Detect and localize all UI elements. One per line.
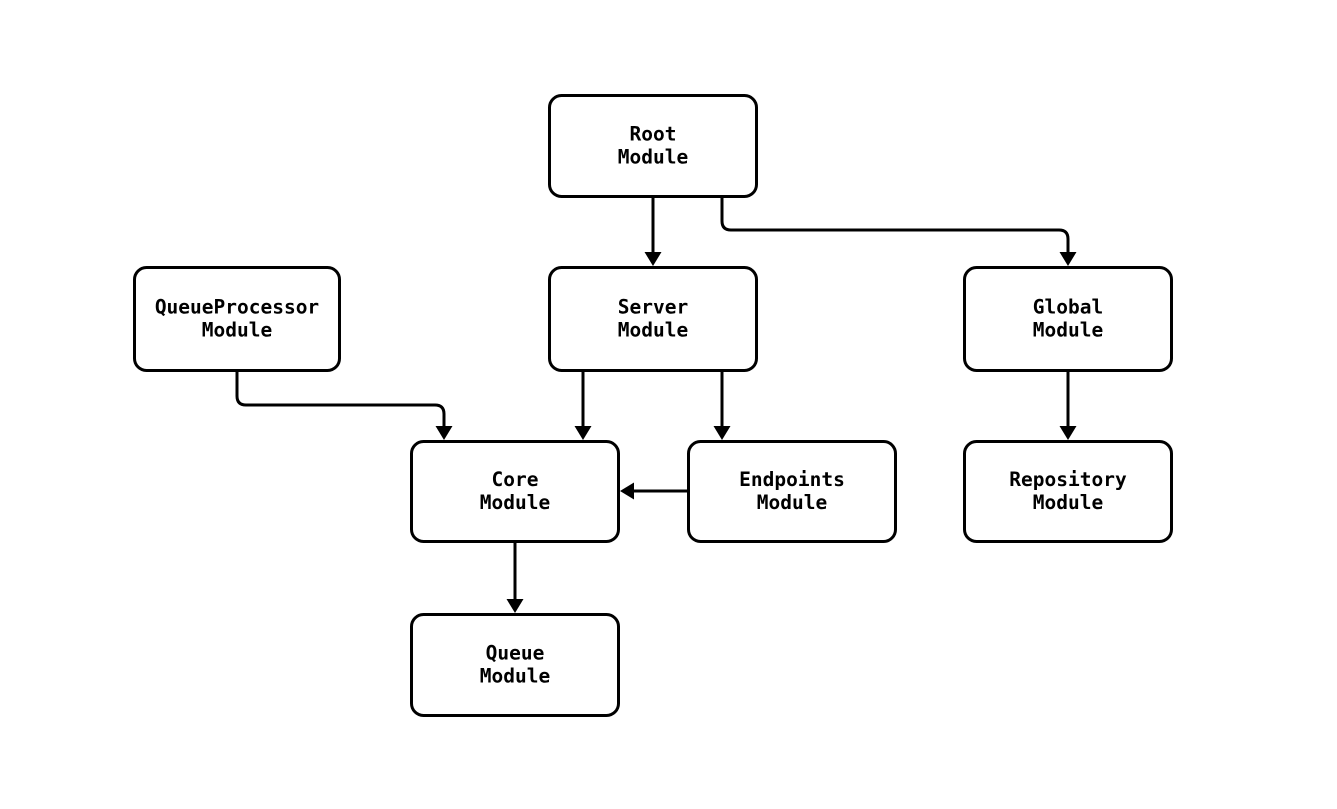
node-box[interactable] xyxy=(410,613,620,717)
node-label-line1: Repository xyxy=(1009,468,1127,491)
node-box[interactable] xyxy=(548,94,758,198)
node-box[interactable] xyxy=(548,266,758,372)
arrowhead-icon xyxy=(435,426,453,440)
node-label-line1: Root xyxy=(630,122,677,145)
edge-server-to-core xyxy=(574,372,592,440)
edge-endpoints-to-core xyxy=(620,482,687,500)
edge-core-to-queue xyxy=(506,543,524,613)
node-label-line2: Module xyxy=(1033,491,1103,514)
arrowhead-icon xyxy=(644,252,662,266)
arrowhead-icon xyxy=(1059,426,1077,440)
node-label-line2: Module xyxy=(480,491,550,514)
edge-queueprocessor-to-core xyxy=(235,372,453,440)
node-box[interactable] xyxy=(410,440,620,543)
edge-line xyxy=(235,372,446,428)
edge-root-to-server xyxy=(644,198,662,266)
node-label-line2: Module xyxy=(202,318,272,341)
arrowhead-icon xyxy=(506,599,524,613)
node-box[interactable] xyxy=(133,266,341,372)
edges-layer xyxy=(235,198,1077,613)
edge-server-to-endpoints xyxy=(713,372,731,440)
node-box[interactable] xyxy=(963,266,1173,372)
node-label-line2: Module xyxy=(1033,318,1103,341)
node-label-line2: Module xyxy=(757,491,827,514)
node-label-line2: Module xyxy=(618,145,688,168)
node-label-line2: Module xyxy=(480,664,550,687)
node-box[interactable] xyxy=(687,440,897,543)
edge-line xyxy=(720,198,1070,254)
node-label-line1: Endpoints xyxy=(739,468,845,491)
node-label-line1: Server xyxy=(618,295,688,318)
node-label-line1: Queue xyxy=(486,641,545,664)
arrowhead-icon xyxy=(713,426,731,440)
node-label-line1: QueueProcessor xyxy=(155,295,319,318)
edge-global-to-repository xyxy=(1059,372,1077,440)
node-label-line1: Core xyxy=(492,468,539,491)
arrowhead-icon xyxy=(574,426,592,440)
edge-root-to-global xyxy=(720,198,1077,266)
node-box[interactable] xyxy=(963,440,1173,543)
node-label-line2: Module xyxy=(618,318,688,341)
arrowhead-icon xyxy=(1059,252,1077,266)
arrowhead-icon xyxy=(620,482,634,500)
node-label-line1: Global xyxy=(1033,295,1103,318)
